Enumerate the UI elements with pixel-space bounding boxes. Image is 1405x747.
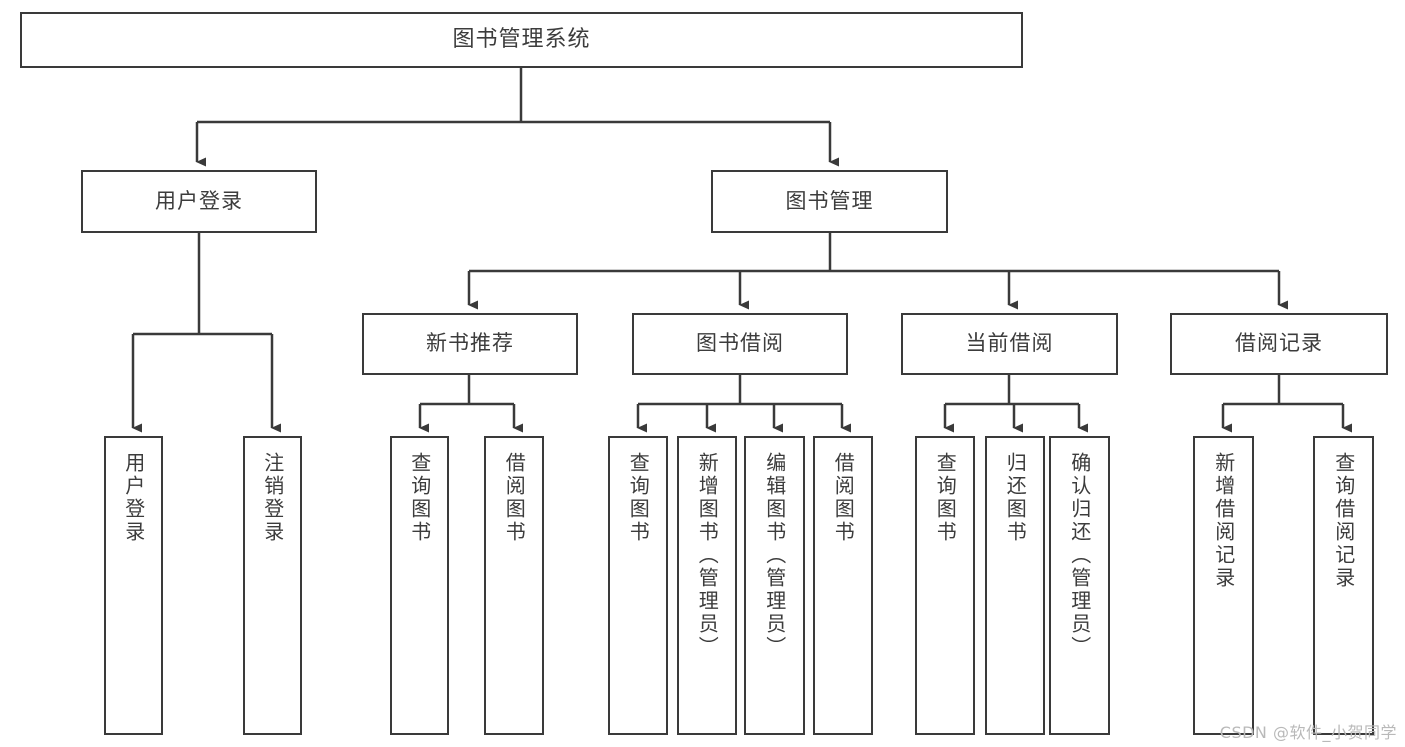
node-label: 查询图书 (626, 452, 651, 544)
leaf-record-add-record[interactable]: 新增借阅记录 (1193, 436, 1254, 735)
node-label: 确认归还（管理员） (1067, 452, 1092, 659)
node-label: 借阅记录 (1235, 331, 1323, 356)
node-label: 新书推荐 (426, 331, 514, 356)
node-label: 图书借阅 (696, 331, 784, 356)
node-label: 查询图书 (933, 452, 958, 544)
node-label: 借阅图书 (502, 452, 527, 544)
node-label: 当前借阅 (965, 331, 1054, 356)
node-borrow-record[interactable]: 借阅记录 (1170, 313, 1388, 375)
leaf-borrow-edit-book-admin[interactable]: 编辑图书（管理员） (744, 436, 805, 735)
leaf-borrow-add-book-admin[interactable]: 新增图书（管理员） (677, 436, 737, 735)
node-label: 归还图书 (1003, 452, 1028, 544)
node-new-book-recommend[interactable]: 新书推荐 (362, 313, 578, 375)
node-label: 借阅图书 (831, 452, 856, 544)
node-label: 用户登录 (155, 188, 243, 213)
leaf-user-login-signout[interactable]: 注销登录 (243, 436, 302, 735)
leaf-current-confirm-return-admin[interactable]: 确认归还（管理员） (1049, 436, 1110, 735)
node-book-management[interactable]: 图书管理 (711, 170, 948, 233)
node-root-system[interactable]: 图书管理系统 (20, 12, 1023, 68)
leaf-borrow-borrow-book[interactable]: 借阅图书 (813, 436, 873, 735)
node-book-borrow[interactable]: 图书借阅 (632, 313, 848, 375)
node-label: 新增借阅记录 (1211, 452, 1236, 590)
node-label: 查询借阅记录 (1331, 452, 1356, 590)
leaf-recommend-borrow-book[interactable]: 借阅图书 (484, 436, 544, 735)
csdn-watermark: CSDN @软件_小贺同学 (1219, 723, 1397, 742)
node-label: 查询图书 (407, 452, 432, 544)
node-label: 新增图书（管理员） (695, 452, 720, 659)
node-label: 图书管理系统 (452, 26, 591, 52)
leaf-user-login-signin[interactable]: 用户登录 (104, 436, 163, 735)
leaf-record-query-record[interactable]: 查询借阅记录 (1313, 436, 1374, 735)
node-label: 图书管理 (785, 188, 874, 213)
leaf-recommend-query-book[interactable]: 查询图书 (390, 436, 449, 735)
leaf-current-query-book[interactable]: 查询图书 (915, 436, 975, 735)
leaf-borrow-query-book[interactable]: 查询图书 (608, 436, 668, 735)
node-label: 注销登录 (260, 452, 285, 544)
leaf-current-return-book[interactable]: 归还图书 (985, 436, 1045, 735)
node-user-login[interactable]: 用户登录 (81, 170, 317, 233)
node-current-borrow[interactable]: 当前借阅 (901, 313, 1118, 375)
node-label: 编辑图书（管理员） (762, 452, 787, 659)
node-label: 用户登录 (121, 452, 146, 544)
